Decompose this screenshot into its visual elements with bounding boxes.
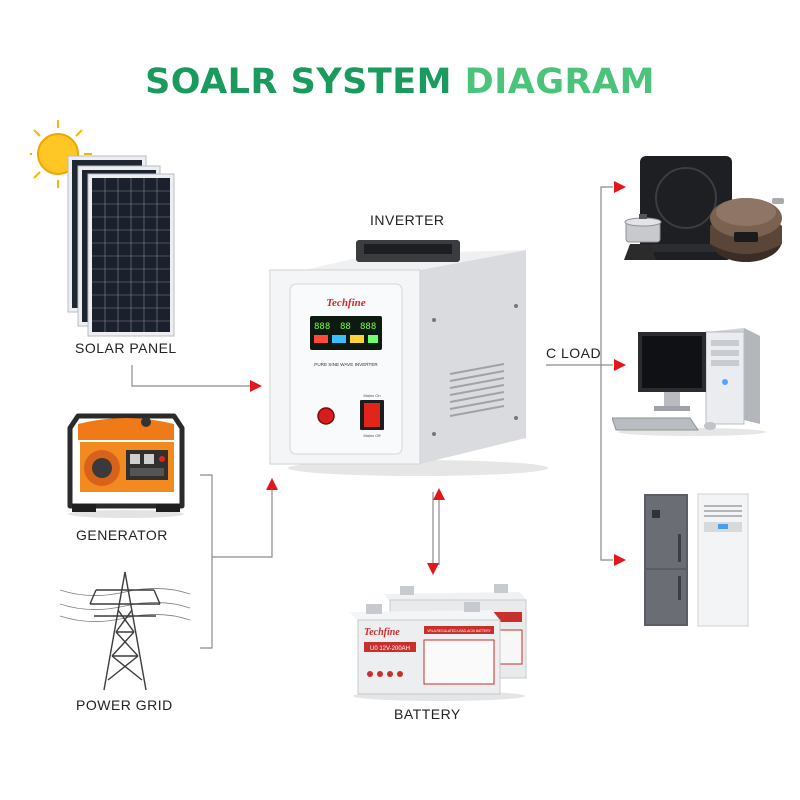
power-grid-illustration [60, 571, 190, 691]
svg-text:888: 888 [360, 322, 376, 332]
pc-monitor [638, 332, 706, 411]
battery-model: U0 12V-200AH [370, 646, 410, 652]
battery-subtitle: VRLA REGULATED LEAD-ACID BATTERY [427, 629, 491, 633]
battery-brand: Techfine [364, 627, 400, 638]
refrigerator [644, 494, 688, 626]
line-grid-to-inverter [212, 488, 273, 558]
panel-front [87, 173, 175, 337]
arrow-load-appliances [614, 181, 626, 193]
arrow-load-fridge [614, 554, 626, 566]
inverter-power-button [317, 407, 335, 425]
inverter-switch-bottom-label: Mains Off [363, 433, 381, 438]
rice-cooker [710, 198, 784, 262]
pc-mouse [704, 422, 716, 430]
inverter-switch-top-label: Mains On [363, 393, 380, 398]
svg-text:888: 888 [314, 322, 330, 332]
title-part-1: SOALR SYSTEM [145, 62, 452, 102]
label-inverter: INVERTER [370, 212, 445, 228]
battery-illustration: Techfine VRLA REGULATED LEAD-ACID BATTER… [350, 584, 527, 701]
induction-cooker [640, 156, 732, 260]
arrow-load-computer [614, 359, 626, 371]
label-battery: BATTERY [394, 706, 461, 722]
arrow-battery-up [433, 488, 445, 500]
diagram-title: SOALR SYSTEM DIAGRAM [0, 62, 800, 102]
battery-front: Techfine VRLA REGULATED LEAD-ACID BATTER… [350, 602, 501, 695]
cooking-pot [624, 214, 662, 260]
title-part-2: DIAGRAM [451, 62, 655, 102]
computer-illustration [612, 328, 766, 436]
label-power-grid: POWER GRID [76, 697, 173, 713]
label-generator: GENERATOR [76, 527, 168, 543]
pc-tower [705, 328, 760, 425]
inverter-rocker-switch [364, 403, 380, 427]
arrow-battery-down [427, 563, 439, 575]
line-generator-bracket [200, 474, 213, 649]
arrow-to-inverter-grid [266, 478, 278, 490]
svg-text:88: 88 [340, 322, 351, 332]
generator-illustration [67, 413, 185, 518]
fridge-ac-illustration [644, 493, 749, 627]
arrow-to-inverter-solar [250, 380, 262, 392]
pc-keyboard [612, 417, 699, 431]
kitchen-appliances-illustration [624, 156, 784, 262]
label-solar-panel: SOLAR PANEL [75, 340, 177, 356]
solar-panel-illustration [30, 120, 175, 337]
inverter-model: PURE SINE WAVE INVERTER [314, 362, 378, 367]
line-solar-to-inverter [131, 365, 252, 387]
line-load-bus [600, 186, 613, 561]
air-conditioner [697, 493, 749, 627]
inverter-brand: Techfine [326, 297, 365, 309]
label-load: C LOAD [546, 345, 602, 361]
